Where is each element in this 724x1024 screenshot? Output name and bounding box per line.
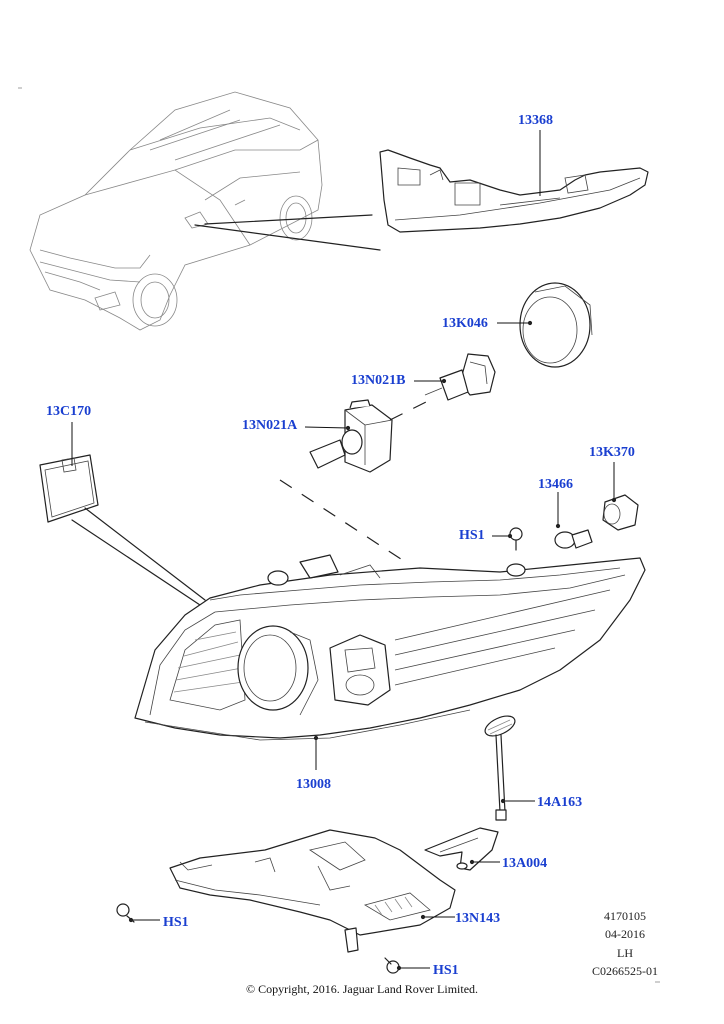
part-13N021B-bulb (414, 353, 496, 401)
callout-13N143[interactable]: 13N143 (455, 911, 501, 926)
part-13368-indicator-housing (379, 130, 649, 233)
callout-13C170[interactable]: 13C170 (46, 404, 92, 419)
callout-13466[interactable]: 13466 (538, 477, 573, 492)
callout-hs1-left[interactable]: HS1 (163, 915, 189, 930)
assembly-dash-lines (279, 399, 431, 566)
part-hs1-bottom-screw (384, 957, 430, 974)
part-13466-small-bulb (554, 492, 593, 549)
callout-hs1-bottom[interactable]: HS1 (433, 963, 459, 978)
part-13N143-support-bracket (169, 829, 456, 953)
callout-13N021A[interactable]: 13N021A (242, 418, 298, 433)
part-14A163-sensor (484, 715, 535, 821)
callout-hs1-top[interactable]: HS1 (459, 528, 485, 543)
callout-13A004[interactable]: 13A004 (502, 856, 548, 871)
callout-14A163[interactable]: 14A163 (537, 795, 583, 810)
illustration-date: 04-2016 (605, 927, 645, 941)
illustration-side: LH (617, 946, 633, 960)
part-hs1-left-screw (116, 903, 160, 923)
part-13008-headlamp-assembly (134, 554, 646, 770)
callout-13368[interactable]: 13368 (518, 113, 553, 128)
part-13C170-module (39, 422, 206, 606)
illustration-code: C0266525-01 (592, 964, 658, 978)
copyright-notice: © Copyright, 2016. Jaguar Land Rover Lim… (245, 982, 479, 996)
illustration-number: 4170105 (604, 909, 646, 923)
callout-13K046[interactable]: 13K046 (442, 316, 488, 331)
part-hs1-top-screw (492, 527, 523, 551)
callout-13N021B[interactable]: 13N021B (351, 373, 406, 388)
part-13A004-bracket (424, 827, 500, 871)
vehicle-illustration (29, 91, 381, 331)
part-13N021A-xenon-bulb (304, 399, 393, 473)
callout-13008[interactable]: 13008 (296, 777, 331, 792)
part-13K370-bulb-socket (602, 462, 639, 531)
part-13K046-bulb-cover (497, 282, 593, 368)
callout-13K370[interactable]: 13K370 (589, 445, 635, 460)
